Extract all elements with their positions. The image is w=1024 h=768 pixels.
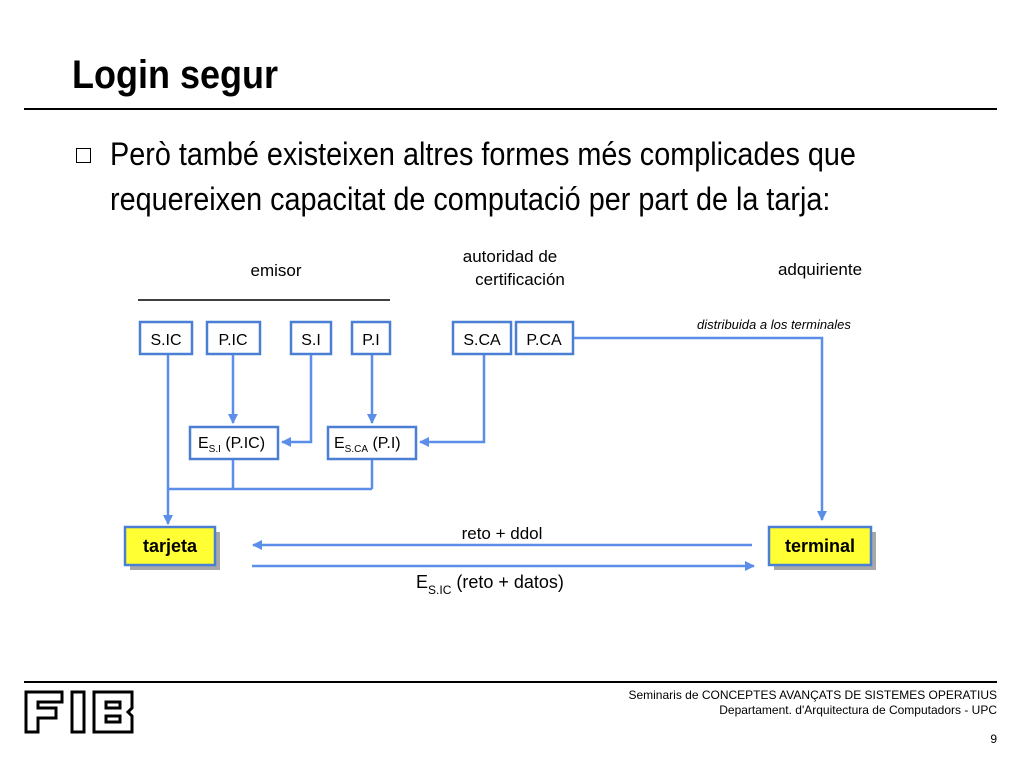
header-autoridad-line2: certificación (475, 270, 565, 289)
connector-lines (163, 336, 827, 571)
message-response: ES.IC (reto + datos) (416, 572, 564, 597)
distribution-note: distribuida a los terminales (697, 317, 851, 332)
cert2-sub: S.CA (345, 444, 369, 455)
key-box-pi: P.I (350, 320, 392, 356)
cert-box-esca-pi: ES.CA (P.I) (326, 425, 418, 461)
bullet-line-1: Però també existeixen altres formes més … (110, 136, 856, 172)
cert-box-esi-pic: ES.I (P.IC) (188, 425, 280, 461)
key-label-pi: P.I (362, 332, 380, 349)
slide-title: Login segur (72, 53, 279, 97)
bullet-text: Però també existeixen altres formes més … (110, 132, 902, 222)
bullet-square-icon (76, 148, 91, 163)
svg-text:ES.I (P.IC): ES.I (P.IC) (198, 435, 265, 455)
footer-line-1: Seminaris de CONCEPTES AVANÇATS DE SISTE… (628, 688, 997, 702)
cert1-rest: (P.IC) (221, 435, 265, 452)
message-challenge: reto + ddol (462, 524, 543, 543)
msg2-e: E (416, 572, 428, 592)
key-box-pca: P.CA (514, 320, 575, 356)
svg-text:ES.CA (P.I): ES.CA (P.I) (334, 435, 401, 455)
header-autoridad-line1: autoridad de (463, 247, 558, 266)
key-label-sca: S.CA (463, 332, 501, 349)
cert1-e: E (198, 435, 209, 452)
header-emisor: emisor (250, 261, 301, 280)
terminal-box: terminal (767, 525, 876, 570)
footer-line-2: Departament. d'Arquitectura de Computado… (719, 703, 997, 717)
msg2-sub: S.IC (428, 583, 452, 597)
bullet-line-2: requereixen capacitat de computació per … (110, 181, 831, 217)
title-divider (24, 108, 997, 110)
cert1-sub: S.I (209, 444, 221, 455)
card-box: tarjeta (123, 525, 220, 570)
key-label-pca: P.CA (526, 332, 562, 349)
page-number: 9 (990, 732, 997, 746)
footer: Seminaris de CONCEPTES AVANÇATS DE SISTE… (628, 688, 997, 747)
key-label-pic: P.IC (218, 332, 247, 349)
key-box-sca: S.CA (451, 320, 513, 356)
key-label-sic: S.IC (150, 332, 181, 349)
footer-divider (24, 681, 997, 683)
fib-logo (24, 690, 134, 734)
key-box-pic: P.IC (205, 320, 262, 356)
cert2-rest: (P.I) (368, 435, 401, 452)
card-label: tarjeta (143, 536, 198, 556)
key-box-si: S.I (289, 320, 333, 356)
key-box-sic: S.IC (138, 320, 194, 356)
cert2-e: E (334, 435, 345, 452)
msg2-rest: (reto + datos) (451, 572, 564, 592)
terminal-label: terminal (785, 536, 855, 556)
key-label-si: S.I (301, 332, 321, 349)
header-adquiriente: adquiriente (778, 260, 862, 279)
